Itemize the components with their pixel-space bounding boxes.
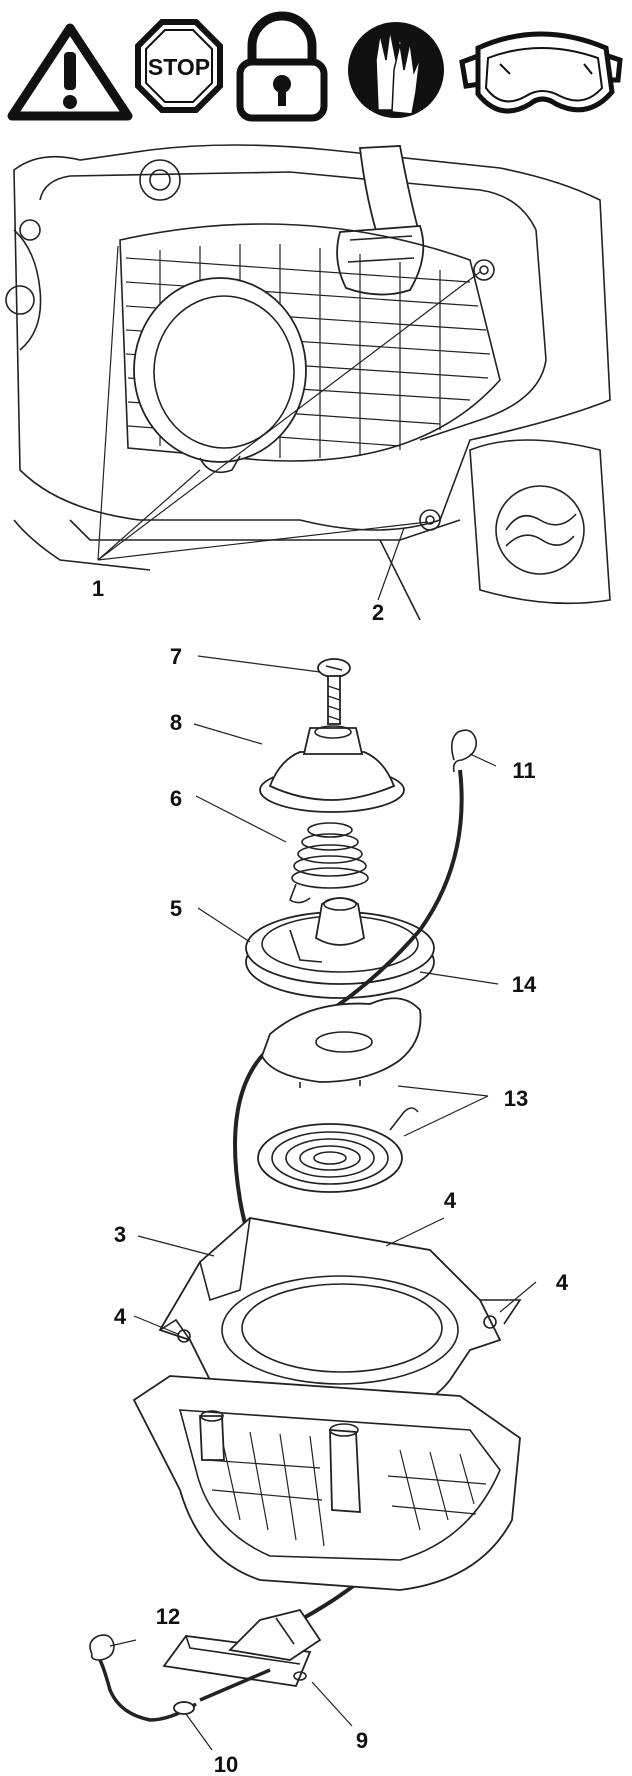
callout-5: 5 [170, 896, 182, 921]
stop-sign-icon: STOP [135, 19, 223, 113]
callout-2: 2 [372, 600, 384, 625]
stop-label: STOP [148, 54, 210, 80]
washer-plate-part [261, 997, 422, 1088]
rope-pulley-part [245, 897, 435, 999]
gloves-icon [348, 22, 444, 118]
callout-6: 6 [170, 786, 182, 811]
callout-11: 11 [512, 758, 535, 783]
warning-triangle-icon [7, 23, 133, 121]
callout-7: 7 [170, 644, 182, 669]
exploded-starter-drawing [89, 658, 522, 1722]
callout-10: 10 [214, 1752, 238, 1776]
rope-end-knot [89, 1634, 271, 1722]
spring-cover-part [259, 725, 405, 813]
callout-14: 14 [512, 972, 537, 997]
callout-9: 9 [356, 1728, 368, 1753]
spiral-spring-part [257, 1107, 419, 1193]
padlock-icon [236, 11, 328, 122]
screw-part [317, 658, 351, 725]
callout-8: 8 [170, 710, 182, 735]
callout-4-left: 4 [114, 1304, 127, 1329]
callout-3: 3 [114, 1222, 126, 1247]
recoil-spring-part [289, 822, 369, 904]
engine-housing-drawing [5, 144, 611, 621]
starter-base-housing [132, 1375, 521, 1591]
callout-leaders-exploded [109, 655, 537, 1751]
callout-12: 12 [156, 1604, 180, 1629]
callout-4-top: 4 [444, 1188, 457, 1213]
callout-4-right: 4 [556, 1270, 569, 1295]
safety-goggles-icon [459, 31, 623, 114]
callout-13: 13 [504, 1086, 528, 1111]
callout-1: 1 [92, 576, 104, 601]
callout-leaders-top [97, 245, 481, 601]
rope-knot-top [450, 729, 478, 773]
starter-handle-part [162, 1608, 322, 1687]
